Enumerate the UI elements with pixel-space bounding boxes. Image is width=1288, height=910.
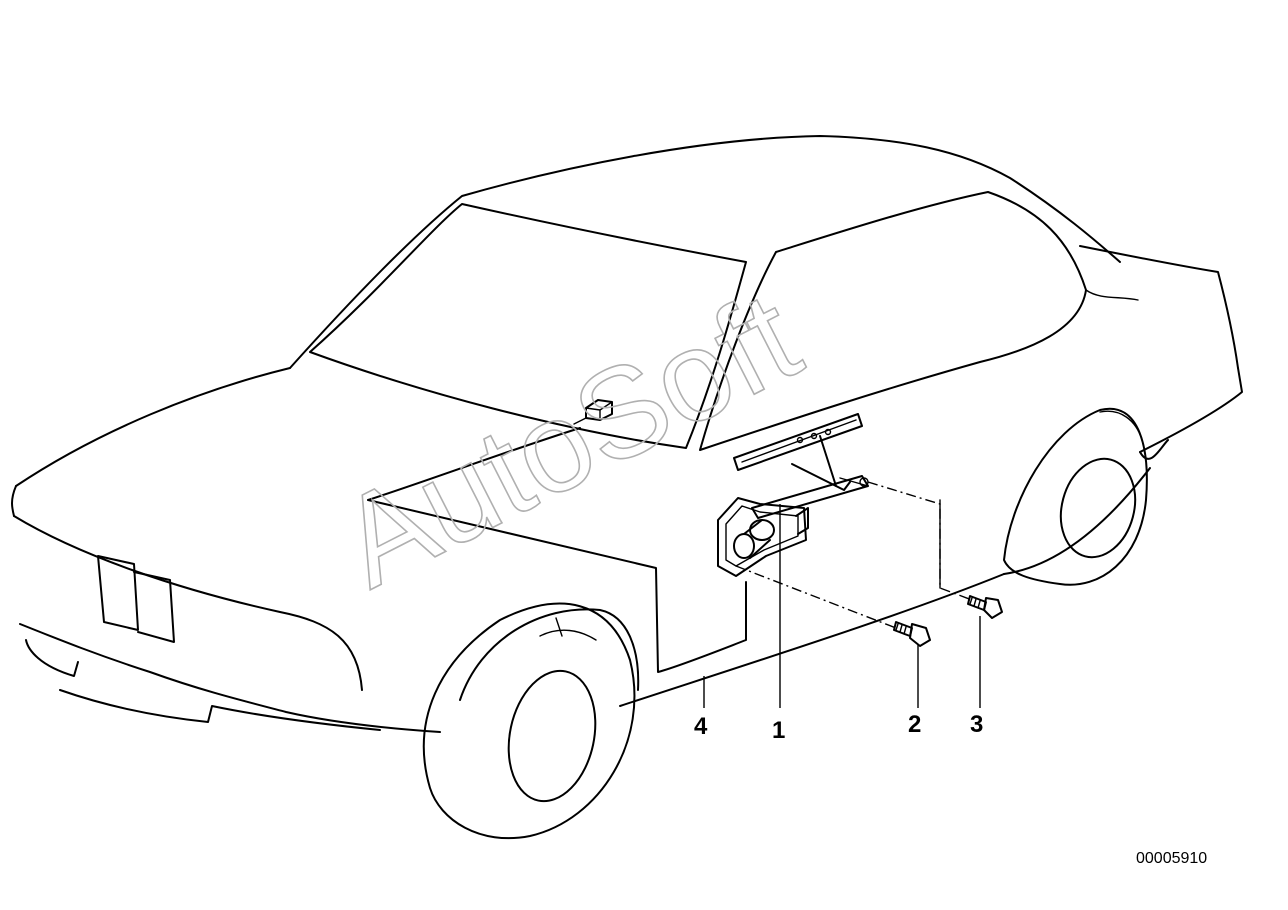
bolt-part-2 [893, 621, 931, 647]
mirror-icon [573, 399, 613, 425]
document-number: 00005910 [1136, 850, 1207, 867]
leader-lines [703, 504, 981, 708]
callout-3: 3 [970, 711, 983, 738]
window-regulator [717, 413, 869, 577]
bolt-part-3 [967, 595, 1003, 619]
callout-4: 4 [694, 713, 708, 740]
car-outline [11, 135, 1243, 733]
callout-1: 1 [772, 717, 785, 744]
callout-2: 2 [908, 711, 921, 738]
watermark-text: AutoSoft [318, 265, 820, 615]
front-wheel [422, 602, 640, 840]
connection-lines [735, 481, 973, 629]
rear-wheel [1003, 407, 1148, 586]
